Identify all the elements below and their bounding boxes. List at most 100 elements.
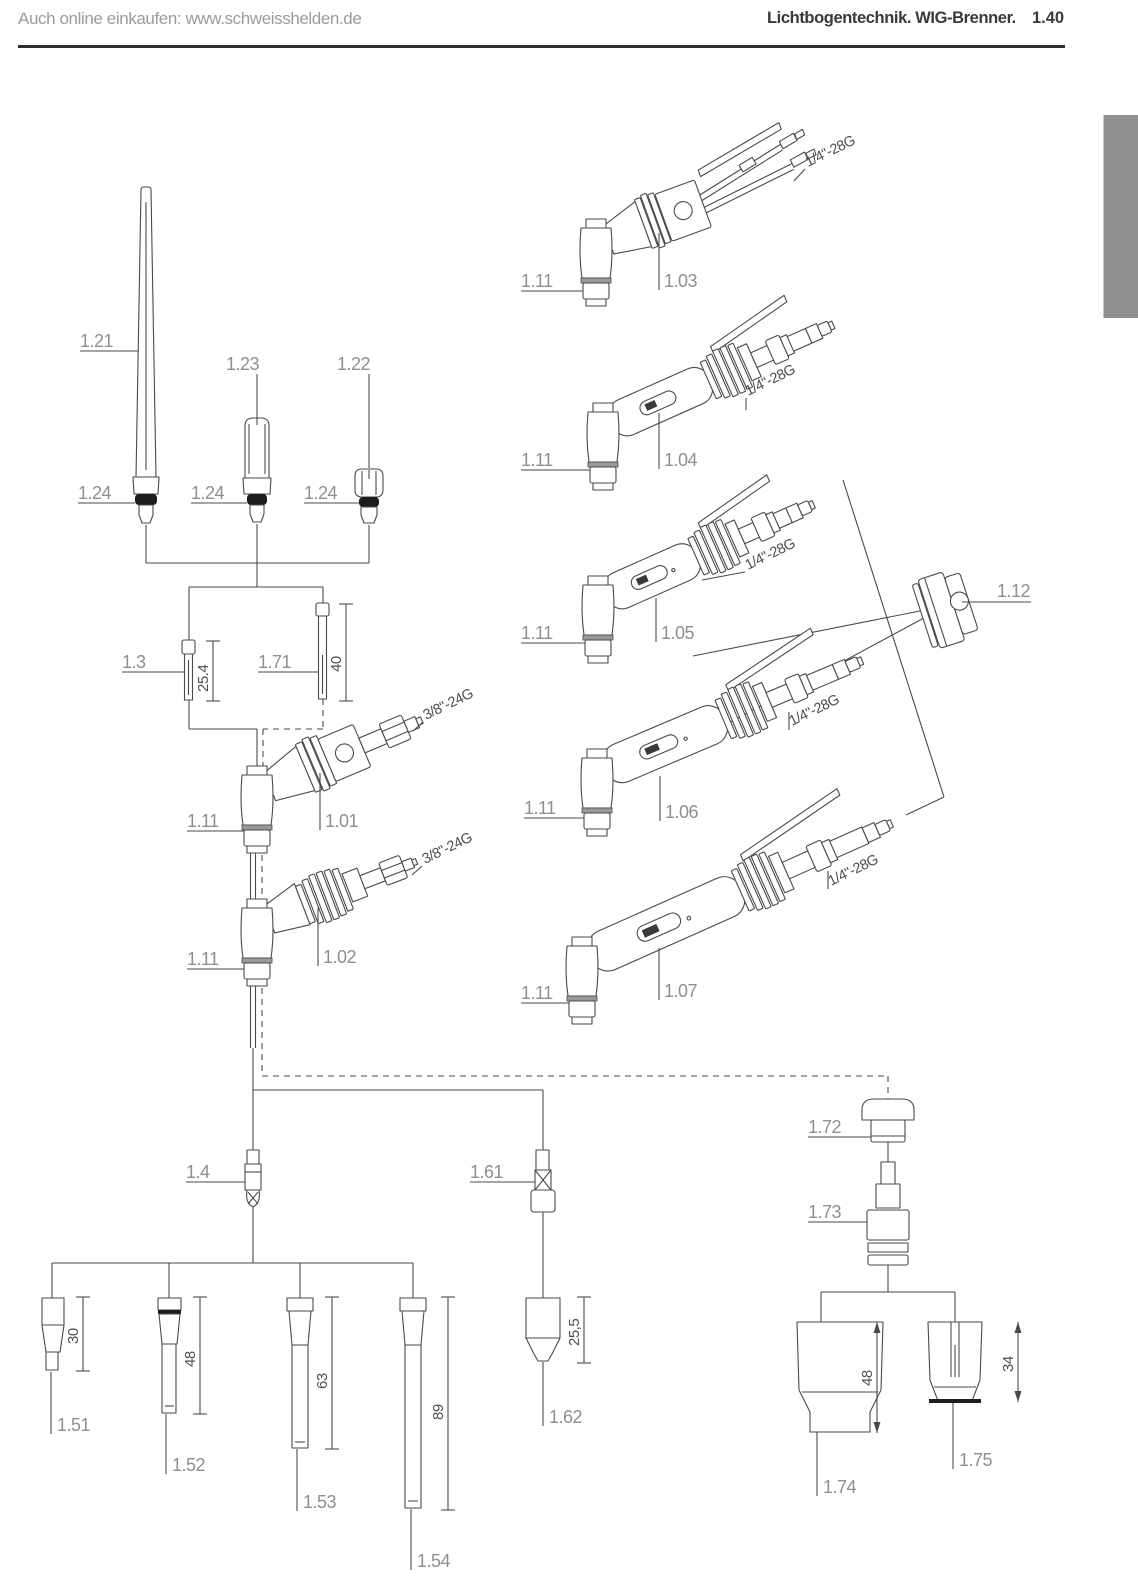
nozzle-1.62-drawing — [525, 1297, 561, 1362]
part-number: 1.4 — [186, 1162, 210, 1182]
part-number: 1.22 — [337, 354, 371, 374]
dim-48-gaslens: 48 — [859, 1322, 881, 1433]
part-number: 1.75 — [959, 1450, 993, 1470]
label-1.53: 1.53 — [296, 1449, 337, 1512]
cap-1.72-drawing — [861, 1098, 915, 1143]
dim-value: 89 — [430, 1404, 447, 1420]
collet-long-drawing — [315, 602, 330, 700]
nozzle-1.52-drawing — [157, 1297, 182, 1414]
label-1.11-e: 1.11 — [521, 623, 585, 644]
back-cap-short-drawing — [354, 468, 384, 524]
label-1.11-b: 1.11 — [187, 949, 244, 970]
back-cap-medium-drawing — [242, 417, 272, 523]
valve-knob-drawing — [912, 572, 978, 649]
nozzle-1.54-drawing — [399, 1297, 427, 1509]
label-1.54: 1.54 — [410, 1509, 451, 1571]
torch-1.06-drawing — [580, 627, 865, 837]
dim-63: 63 — [314, 1296, 339, 1450]
torch-1.05-drawing — [581, 474, 816, 664]
dim-30: 30 — [65, 1296, 90, 1372]
part-number: 1.62 — [549, 1407, 583, 1427]
o-ring — [359, 497, 379, 507]
part-number: 1.06 — [665, 802, 699, 822]
part-number: 1.11 — [521, 983, 553, 1003]
thread-spec: 1/4"-28G — [803, 133, 858, 171]
part-number: 1.74 — [823, 1477, 857, 1497]
thread-spec: 3/8"-24G — [421, 686, 476, 724]
label-1.11-g: 1.11 — [521, 983, 569, 1004]
page-title: Lichtbogentechnik. WIG-Brenner. — [767, 9, 1016, 27]
dim-34-gaslens: 34 — [1000, 1322, 1022, 1402]
collet-body-drawing — [244, 1149, 262, 1208]
label-1.11-a: 1.11 — [187, 811, 244, 832]
part-number: 1.11 — [521, 450, 553, 470]
gas-lens-body-drawing — [530, 1149, 556, 1213]
part-number: 1.11 — [187, 811, 219, 831]
torch-head-cap-1.11 — [580, 748, 614, 837]
label-1.74: 1.74 — [816, 1432, 857, 1497]
label-1.02: 1.02 — [317, 908, 357, 967]
part-number: 1.07 — [664, 981, 698, 1001]
label-1.04: 1.04 — [658, 413, 698, 470]
page-number: 1.40 — [1032, 9, 1065, 27]
part-number: 1.21 — [80, 331, 114, 351]
label-1.75: 1.75 — [952, 1403, 993, 1470]
torch-head-cap-1.11 — [586, 402, 620, 491]
part-number: 1.71 — [258, 652, 292, 672]
label-1.06: 1.06 — [659, 776, 699, 822]
thread-label-1.03: 1/4"-28G — [793, 133, 858, 182]
part-number: 1.01 — [325, 811, 359, 831]
part-number: 1.54 — [417, 1551, 451, 1571]
label-1.71: 1.71 — [258, 652, 318, 673]
dim-value: 48 — [182, 1351, 199, 1367]
torch-head-cap-1.11 — [240, 765, 274, 854]
torch-head-cap-1.11 — [581, 575, 615, 664]
part-number: 1.02 — [323, 947, 357, 967]
connector-network — [51, 479, 956, 1322]
torch-head-cap-1.11 — [579, 218, 613, 307]
dim-value: 25.4 — [195, 665, 212, 692]
label-1.72: 1.72 — [808, 1117, 871, 1138]
label-1.21: 1.21 — [80, 331, 138, 352]
label-1.05: 1.05 — [655, 598, 695, 643]
label-1.11-f: 1.11 — [524, 798, 584, 819]
part-number: 1.53 — [303, 1492, 337, 1512]
nozzle-1.74-drawing — [796, 1321, 884, 1433]
label-1.4: 1.4 — [186, 1162, 245, 1183]
dim-25.5: 25,5 — [566, 1296, 591, 1364]
part-number: 1.11 — [521, 271, 553, 291]
torch-1.07-drawing — [565, 788, 894, 1025]
part-number: 1.3 — [122, 652, 146, 672]
nozzle-1.53-drawing — [286, 1297, 314, 1449]
part-number: 1.12 — [997, 581, 1031, 601]
label-1.61: 1.61 — [470, 1162, 535, 1183]
back-cap-long-drawing — [132, 186, 160, 524]
nozzle-1.51-drawing — [41, 1297, 65, 1371]
shop-url-text: Auch online einkaufen: www.schweisshelde… — [18, 9, 362, 28]
label-1.01: 1.01 — [319, 773, 359, 831]
label-1.07: 1.07 — [658, 948, 698, 1001]
label-1.12: 1.12 — [962, 581, 1031, 603]
label-1.24-b: 1.24 — [191, 483, 247, 504]
label-1.62: 1.62 — [542, 1362, 583, 1427]
part-number: 1.11 — [524, 798, 556, 818]
label-1.11-c: 1.11 — [521, 271, 583, 292]
o-ring — [135, 494, 157, 505]
dim-value: 34 — [1000, 1356, 1017, 1372]
thread-label-1.02: 3/8"-24G — [411, 830, 475, 876]
part-number: 1.52 — [172, 1455, 206, 1475]
part-number: 1.11 — [521, 623, 553, 643]
part-number: 1.24 — [304, 483, 338, 503]
o-ring — [247, 494, 267, 505]
part-number: 1.24 — [191, 483, 225, 503]
part-number: 1.72 — [808, 1117, 842, 1137]
dim-40: 40 — [328, 603, 353, 702]
part-number: 1.03 — [664, 271, 698, 291]
dim-value: 63 — [314, 1373, 331, 1389]
nozzle-1.75-drawing — [927, 1321, 983, 1403]
dim-value: 30 — [65, 1328, 82, 1344]
label-1.52: 1.52 — [165, 1414, 206, 1475]
dim-value: 40 — [328, 656, 345, 672]
